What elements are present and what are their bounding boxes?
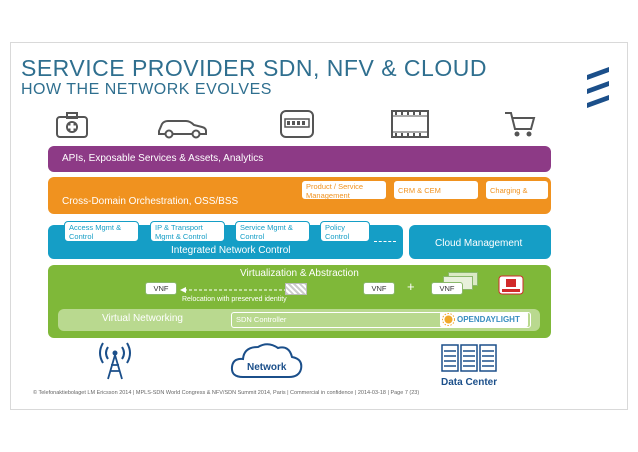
apis-layer: APIs, Exposable Services & Assets, Analy… (48, 146, 551, 172)
virtual-networking-layer: Virtual Networking SDN Controller OPENDA… (58, 309, 540, 331)
network-cloud-icon (230, 343, 303, 378)
charging-billing-box: Charging & Billing (485, 180, 549, 213)
integrated-network-control-layer: Access Mgmt & Control IP & Transport Mgm… (48, 221, 403, 259)
slide: SERVICE PROVIDER SDN, NFV & CLOUD HOW TH… (10, 42, 628, 410)
sdn-controller-label: SDN Controller (236, 315, 287, 324)
footer-text: © Telefonaktiebolaget LM Ericsson 2014 |… (33, 390, 420, 396)
vnf-box-middle: VNF (363, 282, 395, 295)
vnf-box-left: VNF (145, 282, 177, 295)
cloud-management-label: Cloud Management (435, 238, 523, 249)
relocating-vnf-ghost (285, 283, 307, 295)
virtual-networking-label: Virtual Networking (102, 313, 183, 324)
apis-label: APIs, Exposable Services & Assets, Analy… (62, 153, 264, 164)
data-center-servers-icon (441, 344, 497, 372)
ip-transport-mgmt-box: IP & Transport Mgmt & Control (150, 221, 225, 242)
integrated-label: Integrated Network Control (171, 245, 291, 256)
product-service-mgmt-box: Product / Service Management (301, 180, 387, 200)
data-center-label: Data Center (441, 377, 498, 388)
shopping-cart-icon (505, 112, 536, 137)
vnf-box-right: VNF (431, 282, 463, 295)
policy-control-box: Policy Control (320, 221, 370, 242)
opendaylight-logo: OPENDAYLIGHT (440, 312, 528, 327)
access-mgmt-box: Access Mgmt & Control (64, 221, 139, 242)
virtualization-label: Virtualization & Abstraction (240, 268, 359, 279)
network-label: Network (247, 362, 287, 373)
service-mgmt-box: Service Mgmt & Control (235, 221, 310, 242)
sdn-controller-box: SDN Controller (231, 312, 531, 328)
relocation-arrow-icon (180, 287, 298, 293)
relocation-label: Relocation with preserved identity (182, 296, 287, 303)
ericsson-logo-icon (587, 67, 609, 108)
film-strip-icon (391, 110, 429, 138)
orchestration-label: Cross-Domain Orchestration, OSS/BSS (62, 196, 239, 207)
meter-icon (280, 110, 314, 138)
openstack-logo-icon (498, 275, 524, 295)
crm-cem-box: CRM & CEM (393, 180, 479, 200)
cloud-management-layer: Cloud Management (409, 225, 551, 259)
first-aid-kit-icon (56, 112, 88, 138)
dashed-connector (374, 241, 396, 242)
orchestration-layer: Cross-Domain Orchestration, OSS/BSS Prod… (48, 177, 551, 214)
slide-subtitle: HOW THE NETWORK EVOLVES (21, 81, 272, 98)
opendaylight-text: OPENDAYLIGHT (457, 315, 520, 324)
opendaylight-sun-icon (442, 313, 455, 326)
slide-title: SERVICE PROVIDER SDN, NFV & CLOUD (21, 55, 487, 81)
plus-sign: + (407, 279, 415, 294)
car-icon (158, 120, 207, 139)
radio-tower-icon (99, 342, 131, 380)
